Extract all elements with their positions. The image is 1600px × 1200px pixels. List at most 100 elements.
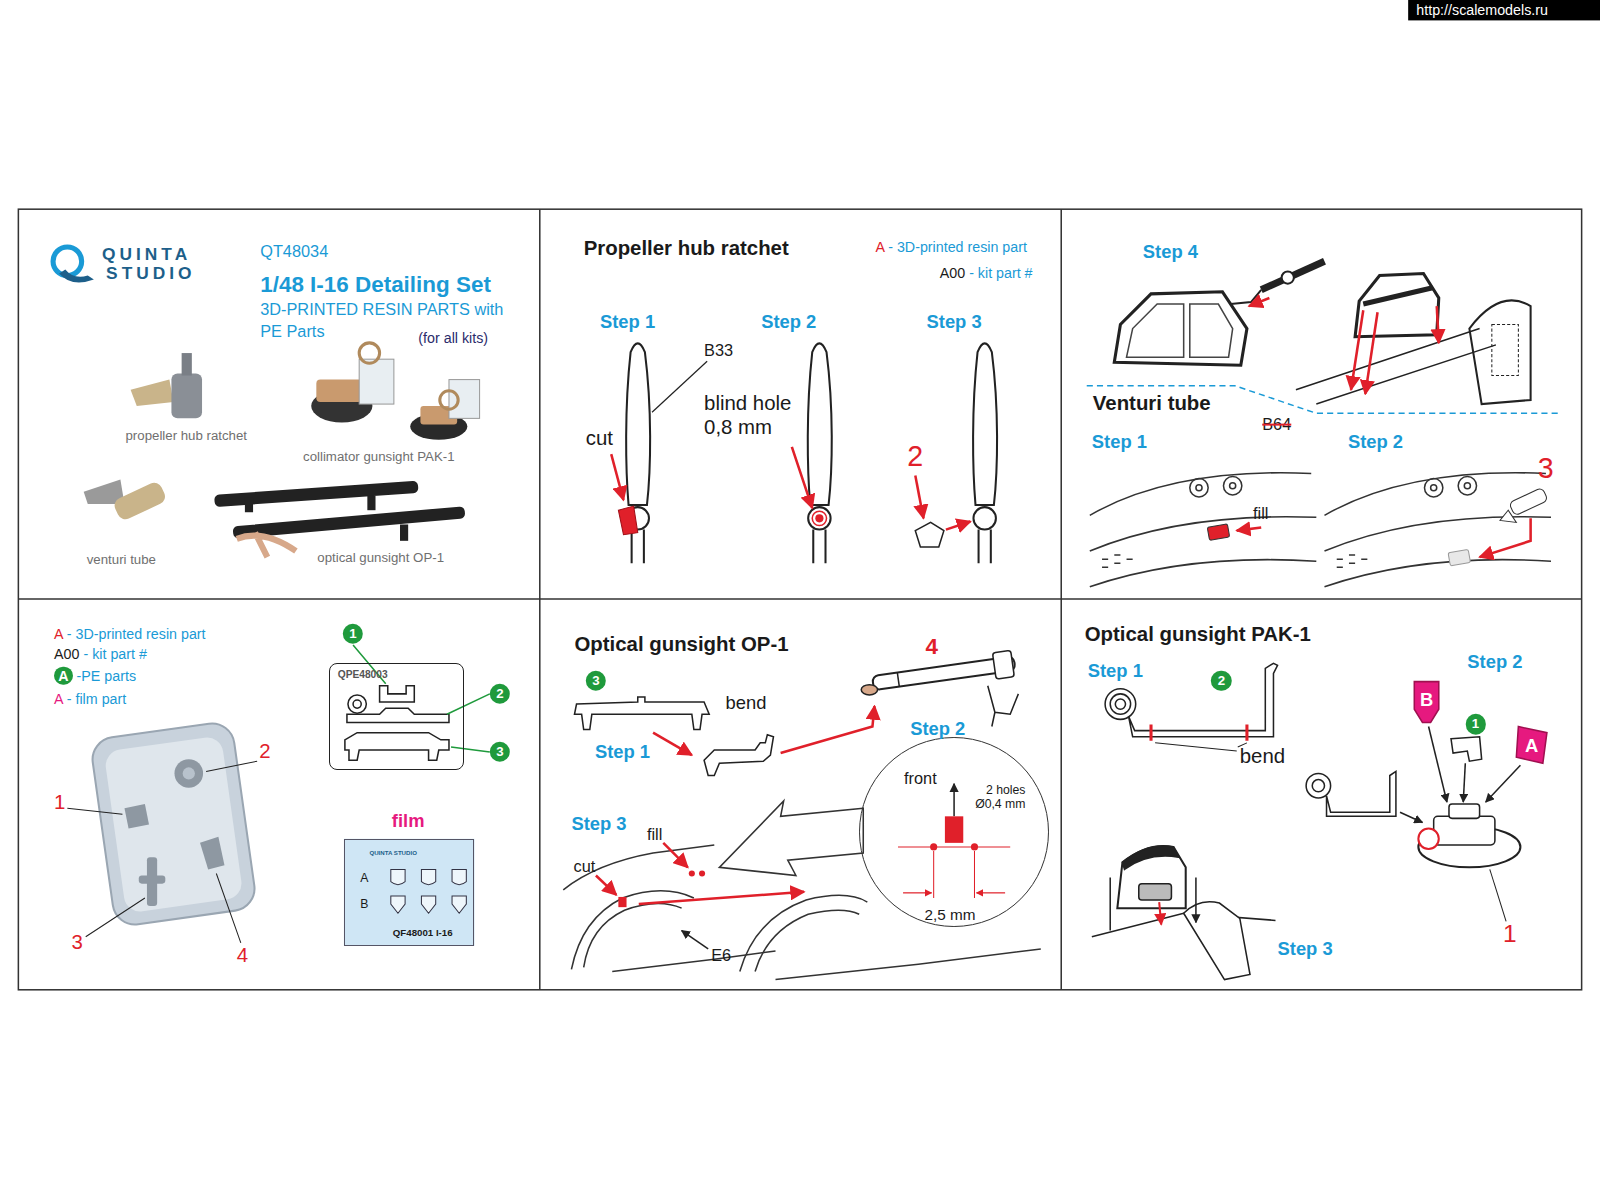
legend-entry: A -PE parts (54, 666, 136, 685)
product-photos (233, 506, 466, 538)
canopy-drawing (1469, 300, 1530, 404)
op1-drawing (574, 697, 709, 730)
photo-caption: venturi tube (87, 553, 156, 568)
pak1-drawing (1312, 780, 1324, 792)
engine-cowling (1458, 477, 1476, 495)
engine-cowling (1424, 479, 1442, 497)
node-text: (for all kits) (418, 330, 488, 346)
product-photos (237, 533, 296, 557)
pak1-drawing (1159, 902, 1161, 924)
logo-text: STUDIO (106, 265, 195, 285)
callout-number: 1 (54, 791, 65, 814)
callout-number: 4 (926, 634, 938, 660)
legend-entry: A00 - kit part # (54, 646, 147, 662)
film-part-letter: A (1525, 735, 1538, 756)
callout-number: 3 (71, 931, 82, 954)
photo-caption: optical gunsight OP-1 (317, 551, 444, 566)
instruction: bend (726, 692, 767, 713)
pak1-drawing (1092, 913, 1276, 936)
pak1-drawing (1105, 689, 1136, 720)
node-heading: Optical gunsight PAK-1 (1085, 623, 1311, 646)
intro-panel: QT480341/48 I-16 Detailing Set3D-PRINTED… (18, 209, 539, 599)
pak1-drawing (1434, 816, 1495, 845)
pak1-drawing (1155, 743, 1247, 751)
propeller-step-marks (618, 506, 637, 535)
canopy-arrows (1437, 306, 1439, 343)
pe-fret: QPE48003 (329, 663, 465, 770)
canopy-drawing (1296, 329, 1496, 405)
step-label: Step 1 (1088, 661, 1143, 682)
propeller-blades (973, 507, 995, 529)
pak1-drawing (1451, 737, 1482, 761)
node-text: 2,5 mm (924, 906, 975, 924)
pe-fret-parts (347, 708, 449, 722)
legend-entry: A - 3D-printed resin part (876, 239, 1027, 255)
fuselage-drawing (755, 910, 859, 971)
fuselage-drawing (563, 845, 714, 890)
film-sheet (391, 896, 467, 913)
fuselage-drawing (719, 801, 863, 875)
step-label: Step 3 (927, 312, 982, 333)
pak1-drawing (1092, 663, 1547, 979)
propeller-blades (808, 343, 832, 505)
propeller-step-marks (652, 361, 707, 412)
product-photos (182, 353, 192, 375)
hole-detail (971, 843, 978, 850)
product-photos (316, 380, 362, 402)
film-part-letter: B (1420, 689, 1433, 710)
resin-plate (67, 721, 257, 943)
canopy-drawing (1355, 273, 1439, 336)
fuselage-drawing (612, 951, 775, 971)
engine-cowling (1337, 555, 1368, 567)
step-panel: Venturi tube (1061, 209, 1581, 599)
instruction: fill (1253, 504, 1268, 523)
pe-fret-parts (345, 645, 490, 760)
op1-drawing (897, 672, 899, 686)
callout-number: 4 (237, 944, 248, 967)
logo-text: QUINTA STUDIO (369, 850, 417, 857)
logo-icon (53, 247, 94, 283)
film-sheet (344, 839, 475, 946)
canopy-arrows (1249, 298, 1269, 306)
callout-number: 2 (259, 740, 270, 763)
resin-plate (104, 735, 244, 913)
hole-detail (903, 892, 932, 893)
step-label: Step 1 (595, 741, 650, 762)
panel-grid (18, 598, 1581, 600)
pak1-drawing (1449, 804, 1480, 818)
row-label: A (360, 871, 368, 885)
fuselage-drawing (596, 876, 616, 895)
pe-fret-parts (353, 700, 361, 708)
pe-callout: 1 (1465, 714, 1485, 734)
op1-drawing (861, 685, 877, 695)
fuselage-drawing (699, 870, 705, 876)
panel-grid (18, 209, 1581, 990)
instruction: cut (586, 427, 613, 450)
step-label: Step 2 (910, 718, 965, 739)
photo-caption: propeller hub ratchet (126, 428, 248, 443)
canopy-drawing (1363, 288, 1432, 304)
node-heading: QT48034 (260, 242, 328, 261)
venturi-parts (1480, 518, 1531, 557)
node-heading: Propeller hub ratchet (584, 237, 789, 260)
pak1-drawing (1110, 694, 1130, 714)
venturi-parts (1500, 510, 1516, 522)
step-label: Step 2 (1467, 652, 1522, 673)
step-label: Step 4 (1143, 241, 1198, 262)
op1-drawing (781, 706, 875, 753)
canopy-drawing (1114, 261, 1530, 404)
fuselage-drawing (639, 892, 804, 904)
pak1-drawing (1122, 846, 1178, 869)
product-photos (400, 524, 408, 540)
pak1-drawing (1306, 773, 1330, 797)
op1-drawing (988, 686, 1019, 727)
watermark-bar (1408, 0, 1600, 20)
node-text: 1/48 I-16 Detailing Set (260, 272, 491, 298)
instruction: bend (1240, 745, 1285, 768)
product-photos (131, 380, 174, 407)
fuselage-drawing (618, 897, 626, 907)
venturi-parts (1448, 549, 1470, 566)
product-photos (359, 343, 379, 363)
hole-detail (898, 846, 1010, 847)
